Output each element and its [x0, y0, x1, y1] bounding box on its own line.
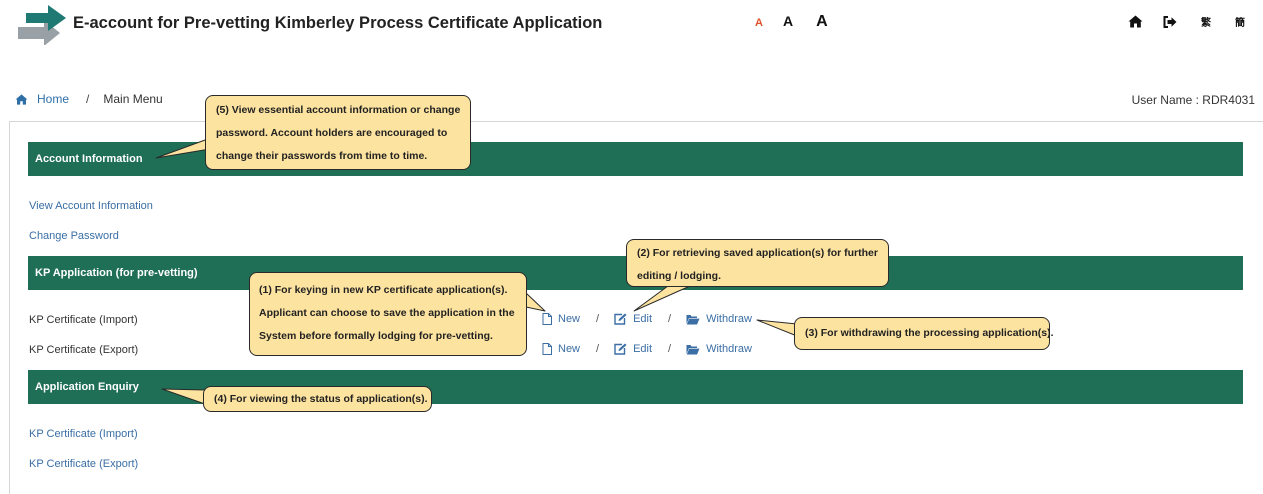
withdraw-label[interactable]: Withdraw — [706, 343, 752, 355]
callout-withdraw-application: (3) For withdrawing the processing appli… — [794, 317, 1054, 350]
font-size-small-button[interactable]: A — [755, 17, 763, 29]
callout-line: (1) For keying in new KP certificate app… — [259, 284, 508, 296]
app-logo — [18, 3, 68, 46]
simplified-chinese-icon[interactable]: 簡 — [1235, 18, 1245, 29]
change-password-link[interactable]: Change Password — [29, 230, 119, 242]
callout-line: (5) View essential account information o… — [216, 104, 461, 116]
kp-export-withdraw-button[interactable]: Withdraw — [686, 343, 752, 355]
kp-export-actions: New / Edit / Withdraw — [542, 343, 752, 355]
file-icon — [542, 343, 552, 355]
kp-import-new-button[interactable]: New — [542, 313, 580, 325]
callout-account-info: (5) View essential account information o… — [205, 95, 471, 170]
callout-line: (2) For retrieving saved application(s) … — [637, 247, 878, 259]
kp-import-edit-button[interactable]: Edit — [614, 313, 652, 325]
breadcrumb-home-label[interactable]: Home — [37, 92, 70, 106]
kp-export-label: KP Certificate (Export) — [29, 344, 139, 356]
withdraw-label[interactable]: Withdraw — [706, 313, 752, 325]
user-name: User Name : RDR4031 — [1131, 93, 1255, 107]
edit-icon — [614, 313, 627, 325]
header-icons: 繁 簡 — [1128, 14, 1247, 29]
font-size-large-button[interactable]: A — [816, 13, 828, 30]
edit-icon — [614, 343, 627, 355]
app-title: E-account for Pre-vetting Kimberley Proc… — [73, 14, 603, 32]
action-separator: / — [596, 313, 600, 325]
folder-open-icon — [686, 314, 700, 324]
action-separator: / — [596, 343, 600, 355]
callout-line: password. Account holders are encouraged… — [216, 127, 448, 139]
kp-export-new-button[interactable]: New — [542, 343, 580, 355]
folder-open-icon — [686, 344, 700, 354]
kp-import-actions: New / Edit / Withdraw — [542, 313, 752, 325]
enquiry-kp-import-link[interactable]: KP Certificate (Import) — [29, 428, 138, 440]
view-account-information-link[interactable]: View Account Information — [29, 200, 153, 212]
breadcrumb-separator: / — [86, 92, 90, 106]
traditional-chinese-icon[interactable]: 繁 — [1201, 18, 1211, 29]
home-icon[interactable] — [1128, 15, 1143, 28]
callout-line: change their passwords from time to time… — [216, 150, 428, 162]
logout-icon[interactable] — [1163, 15, 1177, 28]
callout-line: (3) For withdrawing the processing appli… — [805, 327, 1054, 339]
callout-line: (4) For viewing the status of applicatio… — [214, 393, 428, 405]
callout-line: Applicant can choose to save the applica… — [259, 307, 515, 319]
main-panel — [9, 121, 1263, 494]
callout-application-enquiry: (4) For viewing the status of applicatio… — [203, 386, 432, 412]
callout-edit-application: (2) For retrieving saved application(s) … — [626, 239, 889, 287]
callout-line: editing / lodging. — [637, 270, 721, 282]
new-label[interactable]: New — [558, 313, 581, 325]
breadcrumb: Home / Main Menu — [15, 92, 163, 106]
file-icon — [542, 313, 552, 325]
kp-export-edit-button[interactable]: Edit — [614, 343, 652, 355]
callout-new-application: (1) For keying in new KP certificate app… — [249, 272, 527, 356]
font-size-medium-button[interactable]: A — [782, 13, 794, 29]
new-label[interactable]: New — [558, 343, 581, 355]
action-separator: / — [668, 343, 672, 355]
edit-label[interactable]: Edit — [633, 313, 653, 325]
kp-import-label: KP Certificate (Import) — [29, 314, 138, 326]
home-icon — [15, 93, 28, 105]
breadcrumb-home-link[interactable]: Home — [15, 92, 69, 106]
breadcrumb-current: Main Menu — [103, 92, 163, 106]
font-size-controls: A A A — [755, 13, 828, 31]
callout-line: System before formally lodging for pre-v… — [259, 330, 493, 342]
enquiry-kp-export-link[interactable]: KP Certificate (Export) — [29, 458, 139, 470]
kp-import-withdraw-button[interactable]: Withdraw — [686, 313, 752, 325]
action-separator: / — [668, 313, 672, 325]
edit-label[interactable]: Edit — [633, 343, 653, 355]
